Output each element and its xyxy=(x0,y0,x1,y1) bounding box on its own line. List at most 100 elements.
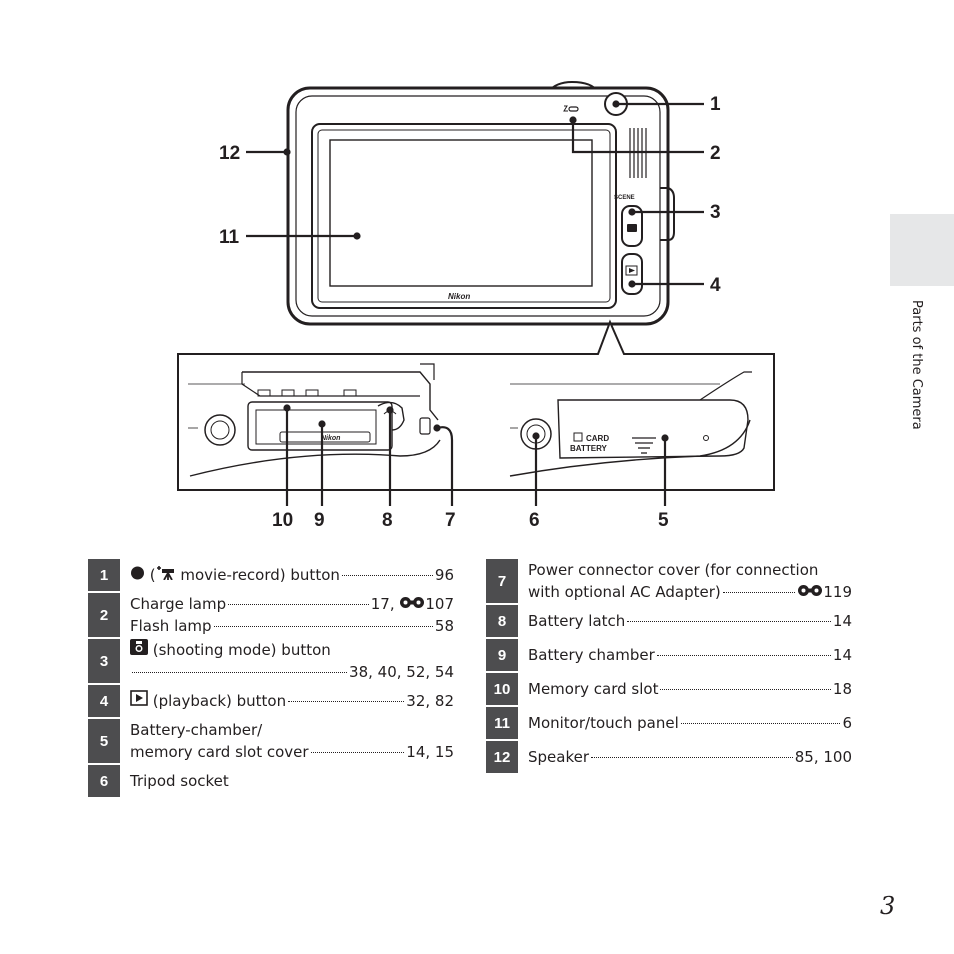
card-label: CARD xyxy=(586,434,609,443)
page-reference-text: 107 xyxy=(425,595,454,613)
part-name: Charge lamp xyxy=(130,593,226,615)
leader-dots xyxy=(213,626,433,627)
page-reference: 18 xyxy=(833,678,852,700)
page-reference: 96 xyxy=(435,564,454,586)
part-name: (playback) button xyxy=(130,690,286,712)
battery-label: BATTERY xyxy=(570,444,608,453)
page-reference: 14 xyxy=(833,610,852,632)
callout-5: 5 xyxy=(658,510,669,531)
description-line: ( movie-record) button 96 xyxy=(130,564,454,586)
leader-dots xyxy=(228,604,369,605)
page-reference-text: 18 xyxy=(832,680,852,698)
part-name-text: ( xyxy=(145,566,156,584)
part-name-text: Speaker xyxy=(528,748,590,766)
callout-4: 4 xyxy=(710,275,721,296)
part-name-text: Flash lamp xyxy=(130,617,212,635)
description-line: Memory card slot 18 xyxy=(528,678,852,700)
page-reference-text: 96 xyxy=(434,566,454,584)
movie-camera-icon xyxy=(156,564,176,586)
page-reference-text: 38, 40, 52, 54 xyxy=(349,663,454,681)
part-name: Battery-chamber/ xyxy=(130,719,262,741)
camera-diagram: Nikon SCENE xyxy=(177,80,775,531)
item-number: 8 xyxy=(486,605,518,637)
page-reference-text: 58 xyxy=(434,617,454,635)
page-reference: 119 xyxy=(797,581,852,603)
reference-icon xyxy=(399,593,425,615)
page-reference-text: 14 xyxy=(832,612,852,630)
item-description: ( movie-record) button 96 xyxy=(120,559,454,591)
callout-3: 3 xyxy=(710,202,721,223)
leader-dots xyxy=(722,592,796,593)
callout-lines-bottom xyxy=(283,404,669,506)
callout-9: 9 xyxy=(314,510,325,531)
callout-7: 7 xyxy=(445,510,456,531)
record-dot-icon xyxy=(130,564,145,586)
item-number: 7 xyxy=(486,559,518,603)
item-description: Memory card slot 18 xyxy=(518,673,852,705)
part-name: with optional AC Adapter) xyxy=(528,581,721,603)
reference-icon xyxy=(797,581,823,603)
part-name: Battery latch xyxy=(528,610,625,632)
description-line: with optional AC Adapter) 119 xyxy=(528,581,852,603)
page-reference: 85, 100 xyxy=(795,746,852,768)
part-name-text: with optional AC Adapter) xyxy=(528,583,721,601)
item-description: Battery latch 14 xyxy=(518,605,852,637)
description-line: Speaker 85, 100 xyxy=(528,746,852,768)
part-name-text: Battery chamber xyxy=(528,646,655,664)
leader-dots xyxy=(680,723,841,724)
part-name-text: (playback) button xyxy=(148,692,287,710)
description-line: Flash lamp 58 xyxy=(130,615,454,637)
part-name: Battery chamber xyxy=(528,644,655,666)
callout-12: 12 xyxy=(219,143,240,164)
section-tab xyxy=(890,214,954,286)
bottom-view-panel xyxy=(177,319,775,491)
part-name: Memory card slot xyxy=(528,678,658,700)
part-name: Power connector cover (for connection xyxy=(528,559,818,581)
item-number: 2 xyxy=(88,593,120,637)
table-row: 6 Tripod socket xyxy=(88,765,454,797)
part-name-text: Tripod socket xyxy=(130,772,229,790)
nikon-logo-battery: Nikon xyxy=(321,435,340,442)
part-name-text: Memory card slot xyxy=(528,680,659,698)
callout-2: 2 xyxy=(710,143,721,164)
description-line: 38, 40, 52, 54 xyxy=(130,661,454,683)
part-name-text: movie-record) button xyxy=(175,566,340,584)
page-reference: 32, 82 xyxy=(406,690,454,712)
table-row: 8 Battery latch 14 xyxy=(486,605,852,637)
leader-dots xyxy=(132,672,348,673)
part-name: ( movie-record) button xyxy=(130,564,340,586)
page-reference-text: 17, xyxy=(370,595,400,613)
leader-dots xyxy=(310,752,405,753)
item-number: 3 xyxy=(88,639,120,683)
part-name-text: Battery-chamber/ xyxy=(130,721,263,739)
item-number: 6 xyxy=(88,765,120,797)
description-line: (playback) button 32, 82 xyxy=(130,690,454,712)
leader-dots xyxy=(660,689,831,690)
leader-dots xyxy=(288,701,405,702)
description-line: Charge lamp 17, 107 xyxy=(130,593,454,615)
item-number: 11 xyxy=(486,707,518,739)
page-reference-text: 119 xyxy=(823,583,852,601)
callout-6: 6 xyxy=(529,510,540,531)
description-line: Battery latch 14 xyxy=(528,610,852,632)
page-reference-text: 6 xyxy=(842,714,852,732)
part-name-text: Charge lamp xyxy=(130,595,227,613)
page-reference: 38, 40, 52, 54 xyxy=(349,661,454,683)
callout-8: 8 xyxy=(382,510,393,531)
